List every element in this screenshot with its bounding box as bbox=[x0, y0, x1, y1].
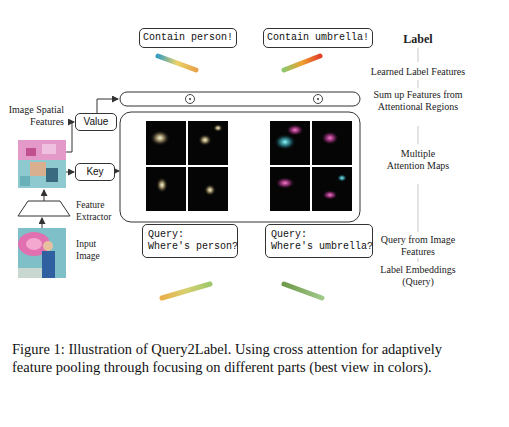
label-feature-bar bbox=[158, 56, 196, 70]
sum-band bbox=[120, 92, 360, 106]
illustration-part bbox=[46, 168, 58, 182]
feature-map-image bbox=[18, 140, 66, 188]
illustration-part bbox=[18, 140, 66, 160]
hadamard-symbol bbox=[314, 95, 323, 104]
illustration-part bbox=[43, 241, 53, 251]
illustration-part bbox=[314, 95, 323, 104]
feature-extractor-trapezoid bbox=[18, 201, 70, 216]
side-label: Feature Extractor bbox=[76, 199, 132, 223]
key-box: Key bbox=[75, 163, 115, 181]
box-text: Key bbox=[78, 166, 112, 178]
illustration-part bbox=[286, 124, 304, 136]
attention-container bbox=[120, 112, 360, 222]
illustration-part bbox=[66, 172, 74, 173]
illustration-part bbox=[20, 176, 30, 186]
box-text: Contain umbrella! bbox=[266, 32, 370, 44]
illustration-part bbox=[146, 167, 186, 211]
row-label: Learned Label Features bbox=[360, 66, 476, 78]
illustration-part bbox=[418, 48, 419, 62]
illustration-part bbox=[322, 190, 338, 200]
illustration-part bbox=[418, 184, 419, 232]
label-feature-bar bbox=[284, 56, 320, 70]
illustration-part bbox=[274, 134, 296, 150]
illustration-part bbox=[418, 126, 419, 144]
illustration-part bbox=[26, 148, 36, 156]
illustration-part bbox=[116, 171, 119, 172]
illustration-part bbox=[30, 162, 46, 176]
row-label: Sum up Features from Attentional Regions bbox=[372, 89, 464, 113]
illustration-part bbox=[188, 167, 228, 211]
illustration-part bbox=[312, 167, 352, 211]
column-heading: Label bbox=[378, 33, 458, 45]
label-output-box: Contain umbrella! bbox=[263, 28, 373, 48]
input-image bbox=[18, 228, 66, 278]
hadamard-symbol bbox=[186, 95, 195, 104]
illustration-part bbox=[337, 174, 347, 182]
illustration-part bbox=[42, 218, 43, 228]
illustration-part bbox=[18, 140, 66, 188]
illustration-part bbox=[275, 177, 295, 189]
illustration-part bbox=[42, 251, 55, 278]
illustration-part bbox=[150, 130, 170, 146]
box-text: Value bbox=[78, 116, 114, 128]
illustration-part bbox=[186, 95, 195, 104]
illustration-part bbox=[188, 121, 228, 165]
illustration-part bbox=[270, 167, 310, 211]
illustration-part bbox=[418, 258, 419, 262]
query-text: Where's umbrella? bbox=[271, 241, 367, 253]
illustration-part bbox=[312, 121, 352, 165]
illustration-part bbox=[66, 122, 74, 152]
illustration-part bbox=[146, 121, 186, 165]
query-box: Query:Where's person? bbox=[142, 224, 238, 258]
illustration-part bbox=[317, 98, 319, 100]
illustration-part bbox=[18, 228, 66, 278]
illustration-part bbox=[204, 184, 216, 196]
side-label: Input Image bbox=[76, 238, 116, 262]
illustration-part bbox=[418, 80, 419, 88]
illustration-part bbox=[270, 121, 310, 165]
row-label: Query from Image Features bbox=[365, 234, 471, 258]
query-text: Query: bbox=[148, 229, 232, 241]
attention-maps-person bbox=[146, 121, 228, 211]
row-label: Multiple Attention Maps bbox=[382, 148, 454, 172]
illustration-part bbox=[198, 134, 212, 146]
illustration-part bbox=[44, 190, 45, 201]
illustration-part bbox=[42, 144, 56, 154]
illustration-part bbox=[156, 177, 168, 193]
box-text: Contain person! bbox=[142, 32, 234, 44]
label-output-box: Contain person! bbox=[139, 28, 237, 48]
query-box: Query:Where's umbrella? bbox=[265, 224, 373, 258]
side-label: Image Spatial Features bbox=[0, 104, 64, 128]
illustration-part bbox=[321, 131, 339, 145]
illustration-part bbox=[213, 124, 223, 132]
value-box: Value bbox=[75, 113, 117, 131]
figure-caption: Figure 1: Illustration of Query2Label. U… bbox=[12, 340, 482, 376]
label-embedding-bar bbox=[284, 284, 322, 298]
query-text: Query: bbox=[271, 229, 367, 241]
row-label: Label Embeddings (Query) bbox=[370, 264, 466, 288]
illustration-part bbox=[189, 98, 191, 100]
query-text: Where's person? bbox=[148, 241, 232, 253]
attention-maps-umbrella bbox=[270, 121, 352, 211]
illustration-part bbox=[97, 99, 118, 113]
illustration-part bbox=[18, 268, 42, 278]
label-embedding-bar bbox=[162, 284, 210, 298]
illustration-part bbox=[26, 238, 42, 250]
